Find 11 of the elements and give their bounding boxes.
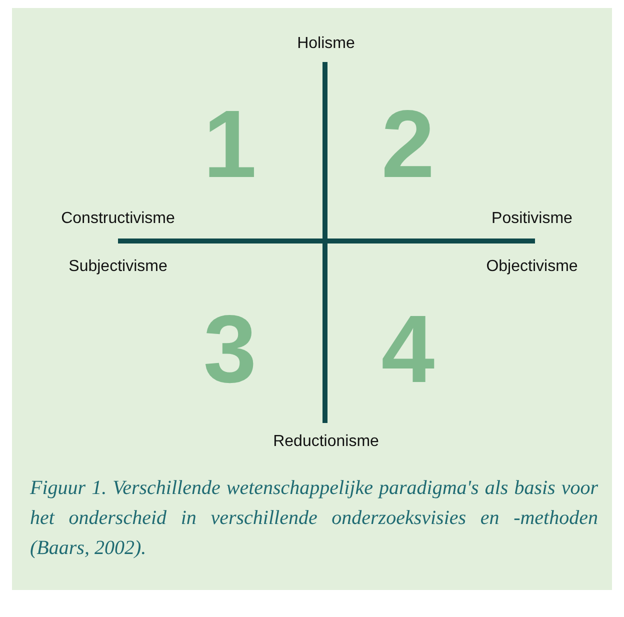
quadrant-number: 1	[203, 97, 257, 193]
axis-label: Positivisme	[492, 210, 572, 228]
quadrant-number: 2	[381, 97, 435, 193]
quadrant-number: 4	[381, 302, 435, 398]
quadrant-number: 3	[203, 302, 257, 398]
axis-label: Holisme	[297, 35, 355, 53]
axis-label: Subjectivisme	[68, 258, 168, 276]
axis-label: Constructivisme	[61, 210, 175, 228]
axis-label: Reductionisme	[273, 433, 379, 451]
figure-caption: Figuur 1. Verschillende wetenschappelijke paradigma's als basis voor het onderscheid in verschillende onderzoeksvisies en -methoden (Baars, 2002).	[30, 476, 598, 561]
axis-label: Objectivisme	[486, 258, 578, 276]
